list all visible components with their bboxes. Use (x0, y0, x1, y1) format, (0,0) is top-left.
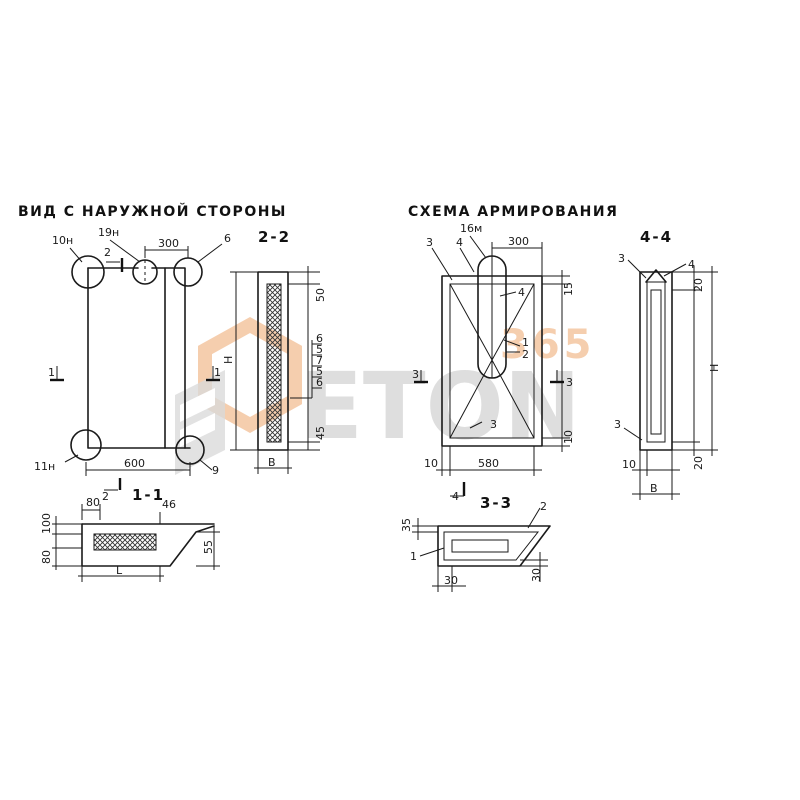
section-2-2-outline (257, 271, 289, 451)
cut1-left: 1 (48, 366, 55, 379)
label-9: 9 (212, 464, 219, 477)
pos-3-top: 3 (426, 236, 433, 249)
dim-50: 50 (314, 288, 327, 302)
section-3-3-title: 3-3 (480, 494, 513, 512)
pos-3-4-4-top: 3 (618, 252, 625, 265)
title-outside-view: ВИД С НАРУЖНОЙ СТОРОНЫ (18, 203, 287, 220)
pos-2: 2 (522, 348, 529, 361)
dim-300-left: 300 (158, 237, 179, 250)
title-reinforcement-scheme: СХЕМА АРМИРОВАНИЯ (408, 204, 618, 220)
cut3-left: 3 (412, 368, 419, 381)
cut2-bottom: 2 (102, 490, 109, 503)
dim-100: 100 (40, 513, 53, 534)
section-2-2-title: 2-2 (258, 228, 291, 246)
dim-B-2-2: B (268, 456, 276, 469)
dim-46: 46 (162, 498, 176, 511)
dim-55: 55 (202, 540, 215, 554)
layer-6a: 6 (316, 332, 323, 345)
section-4-4-title: 4-4 (640, 228, 673, 246)
cut4-bottom: 4 (452, 490, 459, 503)
watermark: ETON 365 (175, 316, 596, 475)
pos-1: 1 (522, 336, 529, 349)
pos-4-4-4: 4 (688, 258, 695, 271)
pos-3-4-4-bottom: 3 (614, 418, 621, 431)
section-2-2: H 50 45 6 5 7 5 6 B (222, 266, 327, 474)
section-1-1-outline (81, 523, 215, 567)
layer-5b: 5 (316, 365, 323, 378)
dim-35: 35 (400, 518, 413, 532)
dim-10-right: 10 (562, 430, 575, 444)
section-4-4: 3 4 3 20 20 H 10 B (614, 252, 721, 500)
left-main-view: 10н 19н 6 11н 9 300 600 2 2 1 1 (34, 226, 231, 503)
dim-B-4-4: B (650, 482, 658, 495)
dim-600: 600 (124, 457, 145, 470)
cut1-right: 1 (214, 366, 221, 379)
cut2-top: 2 (104, 246, 111, 259)
dim-H-2-2: H (222, 356, 235, 364)
pos-4-top: 4 (456, 236, 463, 249)
section-3-3: 2 1 35 30 30 (400, 500, 551, 592)
pos-1-3-3: 1 (410, 550, 417, 563)
label-11n: 11н (34, 460, 55, 473)
dim-30-bottom: 30 (444, 574, 458, 587)
layer-7: 7 (316, 354, 323, 367)
label-6: 6 (224, 232, 231, 245)
section-1-1: 80 46 100 80 55 L (40, 496, 220, 582)
dim-H-4-4: H (708, 364, 721, 372)
label-19n: 19н (98, 226, 119, 239)
pos-4-mid: 4 (518, 286, 525, 299)
hole-10n (71, 255, 105, 289)
dim-15: 15 (562, 282, 575, 296)
section-4-4-outline (639, 271, 673, 451)
dim-L: L (116, 564, 123, 577)
section-1-1-title: 1-1 (132, 486, 165, 504)
layer-6b: 6 (316, 376, 323, 389)
cut3-right: 3 (566, 376, 573, 389)
section-2-2-insulation (266, 283, 282, 443)
dim-300-right: 300 (508, 235, 529, 248)
dim-580: 580 (478, 457, 499, 470)
dim-80-top: 80 (86, 496, 100, 509)
dim-45: 45 (314, 426, 327, 440)
dim-20-bottom: 20 (692, 456, 705, 470)
panel-outline-top-right (87, 267, 186, 449)
pos-16m: 16м (460, 222, 482, 235)
hole-11n (70, 429, 102, 461)
dim-30-right: 30 (530, 568, 543, 582)
dim-10-bottom: 10 (424, 457, 438, 470)
layer-5a: 5 (316, 343, 323, 356)
dim-80-left: 80 (40, 550, 53, 564)
panel-outline-left (87, 267, 191, 449)
watermark-number: 365 (500, 322, 596, 368)
section-1-1-insulation (93, 533, 157, 551)
pos-3-bottom: 3 (490, 418, 497, 431)
label-10n: 10н (52, 234, 73, 247)
pos-2-3-3: 2 (540, 500, 547, 513)
hole-6 (173, 257, 203, 287)
dim-20-top: 20 (692, 278, 705, 292)
watermark-brand: ETON (300, 353, 581, 460)
dim-10-4-4: 10 (622, 458, 636, 471)
right-main-view: 300 3 4 16м 4 1 2 3 15 10 10 580 3 3 4 (412, 222, 575, 503)
